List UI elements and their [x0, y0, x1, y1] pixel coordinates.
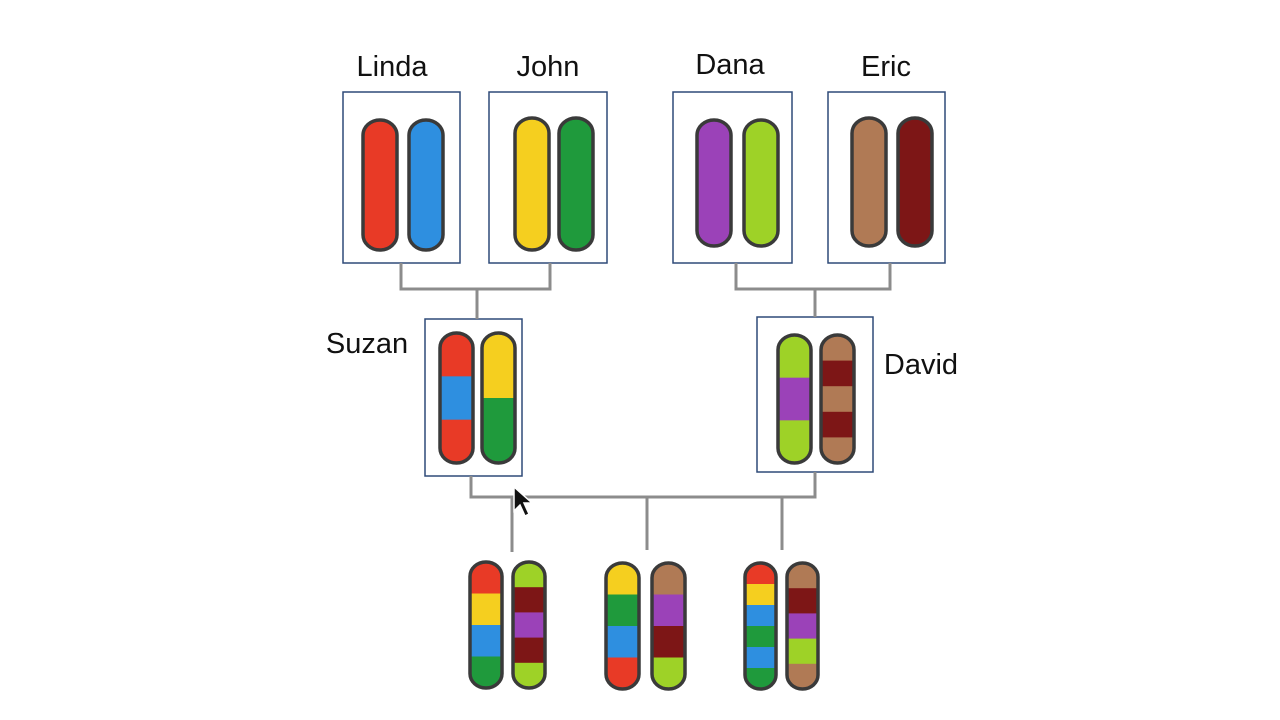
chromosome-john-2 [559, 118, 593, 250]
chromosome-band-blue [470, 625, 502, 658]
chromosome-pair-david [776, 333, 856, 465]
chromosome-linda-1 [363, 120, 397, 250]
chromosome-outline [896, 116, 934, 248]
chromosome-outline [819, 333, 856, 465]
chromosome-pair-child3 [743, 561, 820, 691]
chromosome-outline [468, 560, 504, 690]
label-john: John [517, 51, 580, 83]
chromosome-child3-2 [787, 563, 818, 689]
label-linda: Linda [357, 51, 429, 83]
chromosome-eric-1 [852, 118, 886, 246]
chromosome-outline [742, 118, 780, 248]
label-suzan: Suzan [326, 328, 408, 360]
chromosome-dana-2 [744, 120, 778, 246]
chromosome-band-purple [697, 120, 731, 246]
chromosome-band-green [559, 118, 593, 250]
box-eric [827, 91, 946, 264]
chromosome-pair-dana [695, 118, 780, 248]
chromosome-band-blue [440, 376, 473, 421]
chromosome-band-green [745, 626, 776, 648]
chromosome-band-red [440, 333, 473, 377]
chromosome-linda-2 [409, 120, 443, 250]
chromosome-outline [513, 116, 551, 252]
chromosome-pair-child1 [468, 560, 547, 690]
chromosome-band-brown [821, 386, 854, 413]
connector-suzan-david [469, 472, 817, 499]
chromosome-band-blue [745, 605, 776, 627]
connector-dana-eric [734, 263, 892, 291]
chromosome-david-2 [821, 335, 854, 463]
chromosome-band-brown [852, 118, 886, 246]
chromosome-outline [650, 561, 687, 691]
chromosome-child2-1 [606, 563, 639, 689]
chromosome-band-lime [778, 335, 811, 379]
chromosome-band-yellow [470, 593, 502, 626]
box-dana [672, 91, 793, 264]
chromosome-band-red [745, 563, 776, 585]
chromosome-band-green [745, 668, 776, 689]
chromosome-band-red [363, 120, 397, 250]
chromosome-outline [604, 561, 641, 691]
chromosome-band-maroon [652, 626, 685, 659]
label-eric: Eric [861, 51, 911, 83]
chromosome-outline [407, 118, 445, 252]
chromosome-band-maroon [821, 411, 854, 438]
chromosome-band-lime [778, 420, 811, 463]
chromosome-pair-linda [361, 118, 445, 252]
box-suzan [424, 318, 523, 477]
chromosome-pair-john [513, 116, 595, 252]
chromosome-band-maroon [821, 360, 854, 387]
chromosome-band-yellow [745, 584, 776, 606]
chromosome-pair-child2 [604, 561, 687, 691]
chromosome-band-maroon [898, 118, 932, 246]
chromosome-band-yellow [482, 333, 515, 399]
chromosome-outline [785, 561, 820, 691]
chromosome-band-purple [513, 612, 545, 639]
chromosome-band-blue [745, 647, 776, 669]
chromosome-outline [743, 561, 778, 691]
chromosome-pair-suzan [438, 331, 517, 465]
chromosome-suzan-1 [440, 333, 473, 463]
chromosome-outline [511, 560, 547, 690]
chromosome-band-yellow [515, 118, 549, 250]
chromosome-outline [557, 116, 595, 252]
mouse-cursor-icon [513, 485, 534, 518]
chromosome-outline [361, 118, 399, 252]
chromosome-band-purple [778, 377, 811, 421]
chromosome-dana-1 [697, 120, 731, 246]
chromosome-band-green [482, 398, 515, 463]
label-dana: Dana [695, 49, 765, 81]
chromosome-band-green [606, 594, 639, 627]
chromosome-david-1 [778, 335, 811, 463]
chromosomes-layer [361, 116, 934, 691]
chromosome-pair-eric [850, 116, 934, 248]
connector-linda-john [399, 263, 552, 291]
chromosome-outline [695, 118, 733, 248]
chromosome-band-maroon [513, 637, 545, 664]
chromosome-outline [438, 331, 475, 465]
chromosome-band-blue [606, 626, 639, 659]
chromosome-child2-2 [652, 563, 685, 689]
chromosome-band-purple [652, 594, 685, 627]
chromosome-band-lime [787, 638, 818, 665]
chromosome-eric-2 [898, 118, 932, 246]
chromosome-band-maroon [787, 588, 818, 614]
chromosome-band-blue [409, 120, 443, 250]
box-john [488, 91, 608, 264]
chromosome-outline [776, 333, 813, 465]
chromosome-band-maroon [513, 587, 545, 613]
label-david: David [884, 349, 958, 381]
chromosome-outline [480, 331, 517, 465]
chromosome-john-1 [515, 118, 549, 250]
chromosome-outline [850, 116, 888, 248]
chromosome-band-red [440, 419, 473, 463]
chromosome-child1-2 [513, 562, 545, 688]
chromosome-band-lime [744, 120, 778, 246]
chromosome-child3-1 [745, 563, 776, 689]
chromosome-band-purple [787, 613, 818, 640]
chromosome-child1-1 [470, 562, 502, 688]
chromosome-suzan-2 [482, 333, 515, 463]
